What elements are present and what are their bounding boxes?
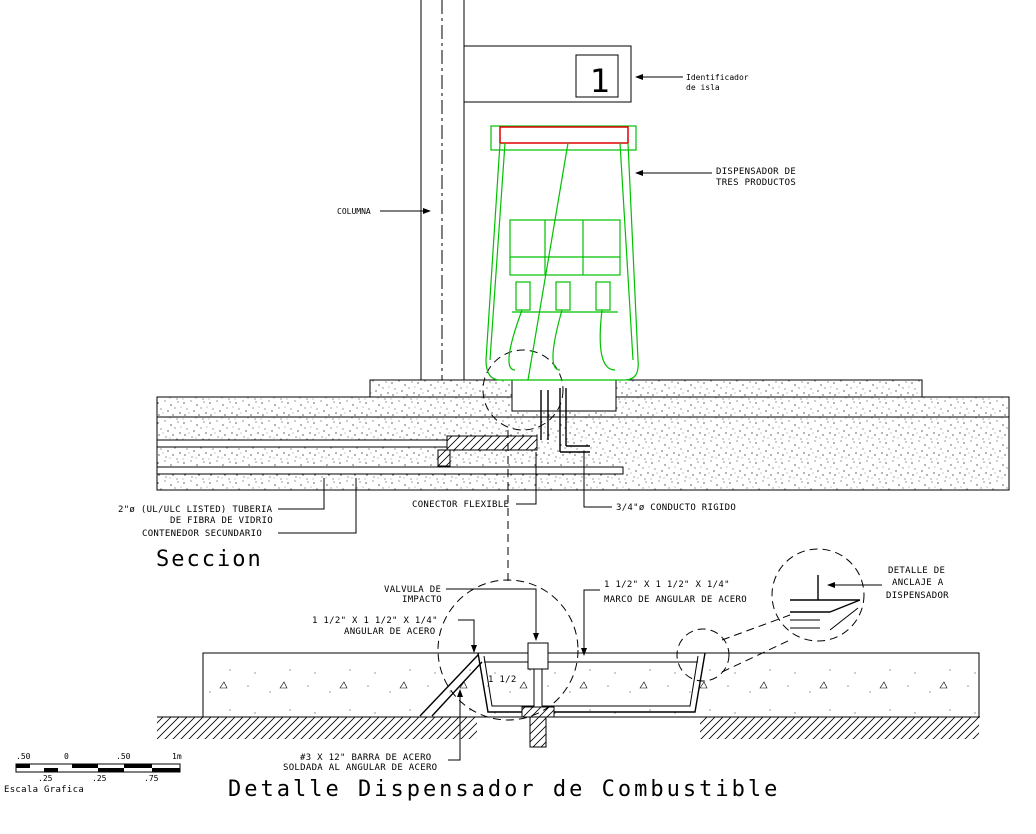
column <box>420 0 465 380</box>
label-island-id-2: de isla <box>686 83 720 92</box>
label-anchor-3: DISPENSADOR <box>886 591 949 601</box>
scale-tick-bottom-2: .25 <box>92 774 107 783</box>
label-angle-1: 1 1/2" X 1 1/2" X 1/4" <box>312 616 438 626</box>
label-dispenser-1: DISPENSADOR DE <box>716 167 796 177</box>
scale-caption: Escala Grafica <box>4 785 84 795</box>
section-annotations: Identificador de isla DISPENSADOR DE TRE… <box>118 73 796 572</box>
label-conduit: 3/4"ø CONDUCTO RIGIDO <box>616 503 736 513</box>
graphic-scale: .50 0 .50 1m .25 .25 .75 Escala Grafica <box>4 752 182 795</box>
label-dim: 1 1/2 <box>488 675 517 685</box>
label-angle-2: ANGULAR DE ACERO <box>344 627 436 637</box>
label-flex-connector: CONECTOR FLEXIBLE <box>412 500 509 510</box>
nozzle-bar <box>499 126 629 144</box>
label-frame-1: 1 1/2" X 1 1/2" X 1/4" <box>604 580 730 590</box>
detail-annotations: VALVULA DE IMPACTO 1 1/2" X 1 1/2" X 1/4… <box>228 566 949 802</box>
impact-valve <box>521 642 555 748</box>
label-container: CONTENEDOR SECUNDARIO <box>142 529 262 539</box>
three-product-dispenser <box>485 125 639 381</box>
label-anchor-1: DETALLE DE <box>888 566 945 576</box>
label-dispenser-2: TRES PRODUCTOS <box>716 178 796 188</box>
scale-tick-top-3: .50 <box>116 752 131 761</box>
label-anchor-2: ANCLAJE A <box>892 578 944 588</box>
island-identifier-sign: 1 <box>463 45 632 103</box>
label-bar-1: #3 X 12" BARRA DE ACERO <box>300 753 432 763</box>
label-valve-1: VALVULA DE <box>384 585 441 595</box>
scale-tick-top-2: 0 <box>64 752 69 761</box>
scale-tick-top-4: 1m <box>172 752 182 761</box>
label-frame-2: MARCO DE ANGULAR DE ACERO <box>604 595 747 605</box>
detail-title: Detalle Dispensador de Combustible <box>228 777 780 802</box>
label-bar-2: SOLDADA AL ANGULAR DE ACERO <box>283 763 437 773</box>
scale-tick-top-1: .50 <box>16 752 31 761</box>
scale-tick-bottom-1: .25 <box>38 774 53 783</box>
anchor-detail-callout <box>771 548 865 642</box>
slab-section <box>156 349 1010 491</box>
section-title: Seccion <box>156 547 263 572</box>
scale-tick-bottom-3: .75 <box>144 774 159 783</box>
label-valve-2: IMPACTO <box>402 595 442 605</box>
label-pipe-1: 2"ø (UL/ULC LISTED) TUBERIA <box>118 505 273 515</box>
section-view: 1 <box>118 0 1010 572</box>
label-pipe-2: DE FIBRA DE VIDRIO <box>170 516 273 526</box>
detail-view: VALVULA DE IMPACTO 1 1/2" X 1 1/2" X 1/4… <box>157 548 980 802</box>
label-column: COLUMNA <box>337 207 371 216</box>
island-number: 1 <box>590 62 610 100</box>
label-island-id-1: Identificador <box>686 73 749 82</box>
